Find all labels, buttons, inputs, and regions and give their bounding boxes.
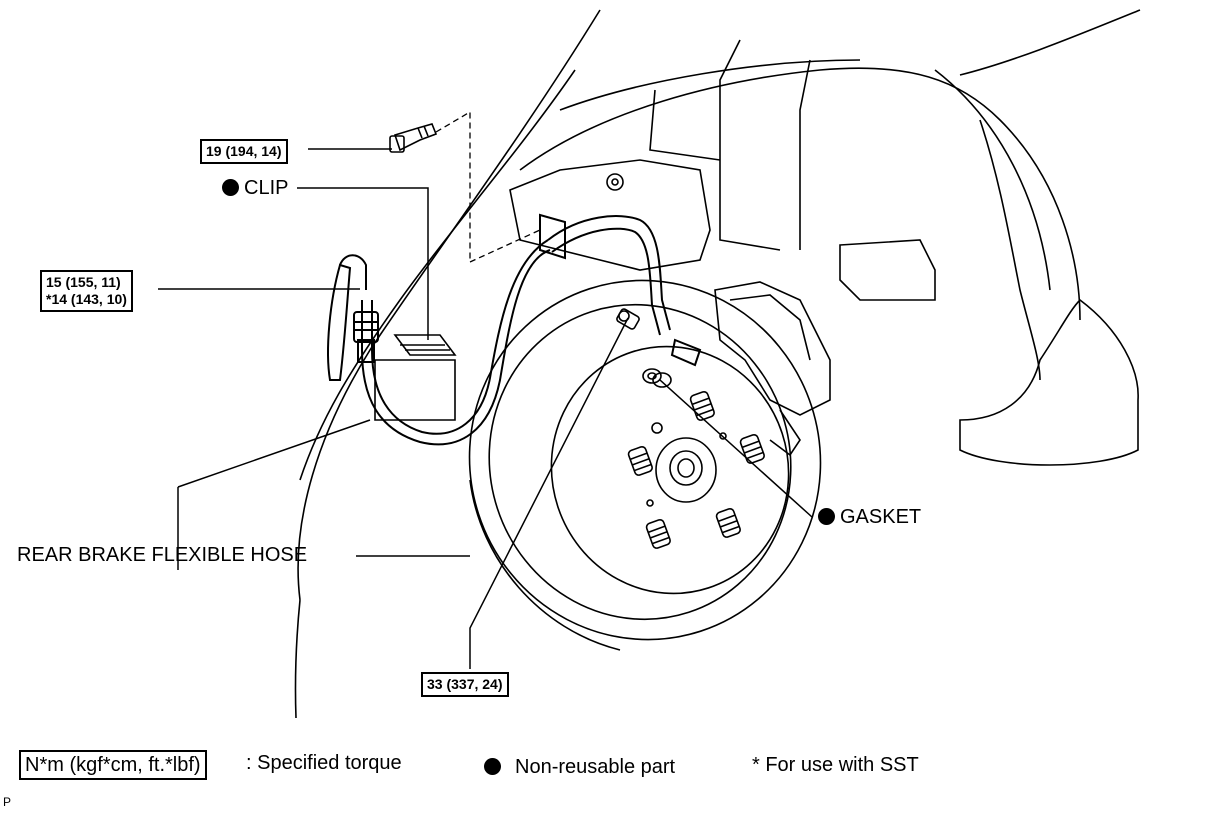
brake-disc [468,279,822,651]
bullet-dot-icon [222,179,239,196]
legend-non-reusable: Non-reusable part [484,756,675,779]
label-gasket: GASKET [818,506,921,529]
install-guide-lines [435,110,541,263]
legend-sst-note: * For use with SST [752,754,919,776]
bullet-dot-icon [484,758,501,775]
gasket-text: GASKET [840,506,922,528]
wheel-well [519,39,1139,466]
bullet-dot-icon [818,508,835,525]
vehicle-body-lines [294,9,1141,719]
torque-union-nut-standard: 15 (155, 11) [46,274,121,290]
label-clip: CLIP [222,177,288,200]
torque-box-union-nut: 15 (155, 11) *14 (143, 10) [40,270,133,312]
non-reusable-text: Non-reusable part [515,756,676,778]
legend-torque-desc: : Specified torque [246,752,402,774]
clip-text: CLIP [244,177,289,199]
knuckle-assembly [374,159,711,421]
legend-torque-unit: N*m (kgf*cm, ft.*lbf) [19,750,207,780]
torque-union-nut-sst: *14 (143, 10) [46,291,127,307]
upper-bolt [389,123,438,153]
torque-box-upper-bolt: 19 (194, 14) [200,139,288,164]
lug-bolts [627,390,765,549]
leader-lines [158,148,813,669]
torque-box-union-bolt: 33 (337, 24) [421,672,509,697]
gasket-part [642,368,672,388]
corner-mark: P [3,795,12,809]
brake-caliper [714,281,831,457]
label-flexible-hose: REAR BRAKE FLEXIBLE HOSE [17,544,308,566]
